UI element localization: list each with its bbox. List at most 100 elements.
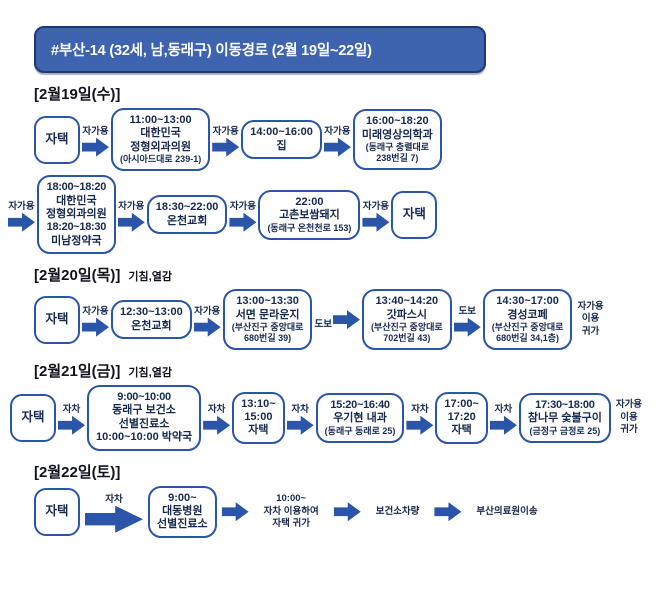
box-line: 자택	[451, 424, 472, 437]
transport-label: 자차	[207, 403, 226, 415]
transport-arrow-group: 자가용	[82, 123, 109, 157]
box-line: 온천교회	[131, 319, 172, 332]
transport-arrow-group: 자가용	[362, 198, 390, 232]
box-line: 18:00~18:20	[46, 181, 107, 194]
box-line: 13:40~14:20	[375, 295, 439, 308]
transport-arrow-group: 자차	[489, 401, 517, 435]
box-line: 온천교회	[166, 214, 208, 227]
arrow-right-icon	[489, 415, 517, 435]
box-line: 10:00~10:00 박약국	[96, 431, 193, 444]
text-line: 보건소차량	[375, 505, 420, 517]
box-line: 미래영상의학과	[361, 128, 433, 141]
arrow-right-icon	[117, 212, 145, 232]
transport-arrow-group: 자가용	[82, 303, 109, 337]
box-line: 정형외과의원	[46, 208, 107, 220]
box-line: 경성코페	[507, 308, 548, 321]
transport-label: 자가용	[82, 305, 109, 317]
box-line: (동래구 동래로 25)	[324, 425, 396, 436]
transport-arrow-group: 자가용	[193, 303, 221, 337]
text-line: 부산의료원이송	[476, 505, 538, 517]
box-line: 13:00~13:30	[236, 295, 299, 308]
flow-text: 보건소차량	[376, 506, 420, 518]
transport-arrow-group: 자가용	[117, 198, 145, 232]
section-header: [2월21일(금)] 기침,열감	[34, 360, 660, 381]
transport-arrow-group: 자가용	[323, 123, 351, 157]
box-line: 자택	[45, 131, 69, 146]
text-line: 10:00~	[276, 493, 307, 505]
arrow-right-icon	[221, 502, 249, 522]
box-line: (금정구 금정로 25)	[529, 425, 601, 436]
box-line: 14:30~17:00	[496, 295, 559, 308]
box-line: 고촌보쌈돼지	[279, 209, 340, 222]
arrow-right-icon	[8, 212, 35, 232]
box-line: 13:10~	[241, 397, 276, 410]
box-line: 집	[276, 139, 287, 152]
box-line: 22:00	[295, 195, 324, 208]
box-line: 미남정약국	[51, 234, 102, 247]
arrow-right-icon	[212, 137, 240, 157]
home-box: 자택	[34, 115, 80, 164]
transport-arrow-group: 자차	[406, 401, 434, 435]
section-header-label: [2월22일(토)]	[34, 463, 121, 481]
transport-arrow-group: 자가용	[229, 198, 257, 232]
box-line: 대한민국	[140, 127, 181, 140]
arrow-right-icon	[58, 415, 85, 435]
transport-label: 자가용	[229, 200, 257, 212]
transport-label: 도보	[314, 318, 332, 330]
box-line: 참나무 숯불구이	[527, 412, 602, 425]
transport-label: 자가용	[118, 200, 145, 212]
box-line: 선별진료소	[118, 417, 170, 430]
section-header-label: [2월19일(수)]	[34, 86, 121, 103]
box-line: 대동병원	[162, 505, 203, 517]
box-line: 17:00~	[444, 397, 479, 410]
box-line: 자택	[402, 207, 426, 222]
arrow-right-icon	[362, 212, 390, 232]
arrow-right-icon	[333, 502, 361, 522]
box-line: 9:00~	[168, 491, 197, 504]
transport-arrow-group: 자가용	[8, 198, 35, 232]
box-line: 우기현 내과	[333, 412, 387, 425]
box-line: 9:00~10:00	[117, 390, 171, 403]
box-line: 자택	[45, 504, 69, 519]
section-header-label: [2월21일(금)]	[34, 362, 121, 380]
arrow-right-icon	[193, 317, 221, 337]
section-header: [2월20일(목)]기침,열감	[34, 264, 660, 285]
transport-arrow-group: 도보	[314, 310, 360, 330]
box-line: 정형외과의원	[130, 140, 191, 153]
box-line: 14:00~16:00	[250, 126, 313, 139]
symptom-note: 기침,열감	[128, 366, 172, 379]
box-line: 자택	[248, 424, 269, 437]
text-line: 이용	[620, 411, 638, 423]
transport-label: 자가용	[8, 200, 35, 212]
box-line: (부산진구 중앙대로	[491, 322, 564, 333]
box-line: (아시아드대로 239-1)	[120, 154, 202, 165]
box-line: 15:00	[244, 411, 273, 424]
arrow-right-icon	[82, 137, 109, 157]
box-line: 18:30~22:00	[155, 201, 219, 214]
arrow-right-icon	[332, 310, 360, 330]
transport-label: 자가용	[324, 125, 351, 137]
transport-label: 자차	[291, 403, 309, 415]
arrow-right-icon	[85, 505, 143, 533]
home-box: 자택	[391, 190, 438, 239]
box-line: 680번길 39)	[244, 333, 292, 343]
box-line: 238번길 7)	[376, 153, 419, 163]
transport-label: 자가용	[212, 125, 239, 137]
text-line: 자가용	[615, 399, 643, 411]
home-box: 자택	[34, 295, 80, 344]
box-line: 자택	[45, 311, 69, 326]
